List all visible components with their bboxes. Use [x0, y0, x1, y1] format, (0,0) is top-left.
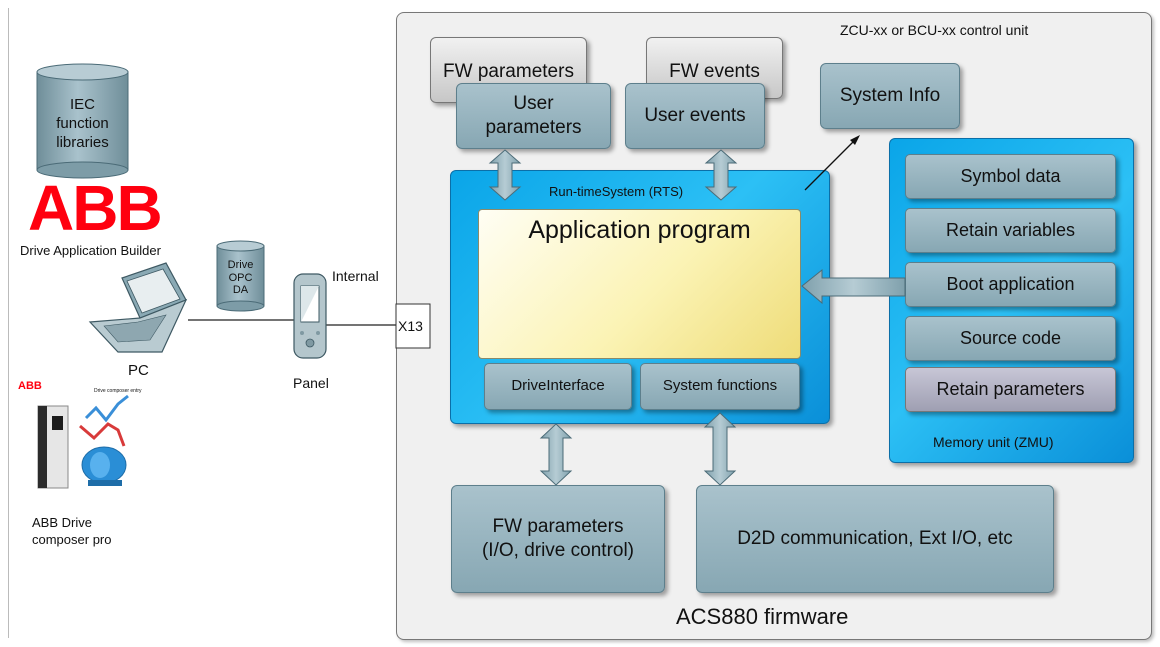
x13-label: X13 — [398, 318, 423, 334]
d2d-label: D2D communication, Ext I/O, etc — [737, 528, 1013, 550]
user-events-box: User events — [625, 83, 765, 149]
boot-arrow — [801, 268, 906, 305]
composer-small-label: Drive composer entry — [94, 388, 142, 394]
memory-item-boot-application: Boot application — [905, 262, 1116, 307]
panel-label: Panel — [293, 375, 329, 391]
d2d-box: D2D communication, Ext I/O, etc — [696, 485, 1054, 593]
internal-label: Internal — [332, 268, 379, 284]
rts-title: Run-timeSystem (RTS) — [549, 184, 684, 199]
iec-library-label: IEC function libraries — [56, 96, 109, 152]
drive-interface-box: DriveInterface — [484, 363, 632, 410]
abb-logo: ABB — [28, 172, 163, 244]
double-arrow-user-events — [704, 149, 738, 201]
system-info-arrow — [804, 139, 856, 191]
memory-item-label: Symbol data — [960, 166, 1061, 187]
memory-item-label: Source code — [959, 328, 1062, 349]
iec-cylinder — [36, 63, 129, 179]
memory-unit-title: Memory unit (ZMU) — [933, 434, 1054, 450]
left-border — [8, 8, 9, 638]
drive-interface-label: DriveInterface — [511, 377, 605, 395]
pc-label: PC — [128, 362, 149, 379]
drive-app-builder-label: Drive Application Builder — [20, 243, 161, 258]
fw-io-label: FW parameters (I/O, drive control) — [481, 516, 635, 561]
memory-item-retain-parameters: Retain parameters — [905, 367, 1116, 412]
system-info-label: System Info — [839, 85, 941, 107]
control-unit-title: ZCU-xx or BCU-xx control unit — [840, 22, 1029, 38]
user-events-label: User events — [644, 105, 746, 127]
system-functions-box: System functions — [640, 363, 800, 410]
opc-cylinder — [216, 240, 265, 312]
user-parameters-box: User parameters — [456, 83, 611, 149]
double-arrow-user-params — [488, 149, 522, 201]
system-info-box: System Info — [820, 63, 960, 129]
fw-events-label: FW events — [669, 61, 760, 82]
memory-item-label: Boot application — [946, 274, 1075, 295]
x13-box — [395, 303, 431, 349]
drive-composer-label: ABB Drive composer pro — [32, 515, 112, 547]
memory-item-symbol-data: Symbol data — [905, 154, 1116, 199]
application-program-box: Application program — [478, 209, 801, 359]
panel-icon — [293, 273, 327, 359]
fw-parameters-label: FW parameters — [443, 61, 574, 82]
laptop-icon — [88, 262, 188, 353]
application-program-label: Application program — [528, 216, 751, 244]
drive-composer-icon — [37, 394, 129, 489]
memory-item-retain-variables: Retain variables — [905, 208, 1116, 253]
system-functions-label: System functions — [662, 377, 778, 395]
fw-io-box: FW parameters (I/O, drive control) — [451, 485, 665, 593]
user-parameters-label: User parameters — [485, 93, 582, 138]
memory-item-label: Retain parameters — [936, 379, 1085, 400]
memory-item-source-code: Source code — [905, 316, 1116, 361]
firmware-label: ACS880 firmware — [676, 604, 849, 629]
double-arrow-system-functions — [703, 412, 737, 486]
abb-small-logo: ABB — [18, 380, 42, 392]
double-arrow-drive-interface — [539, 423, 573, 486]
opc-label: Drive OPC DA — [227, 259, 254, 297]
memory-item-label: Retain variables — [945, 220, 1076, 241]
